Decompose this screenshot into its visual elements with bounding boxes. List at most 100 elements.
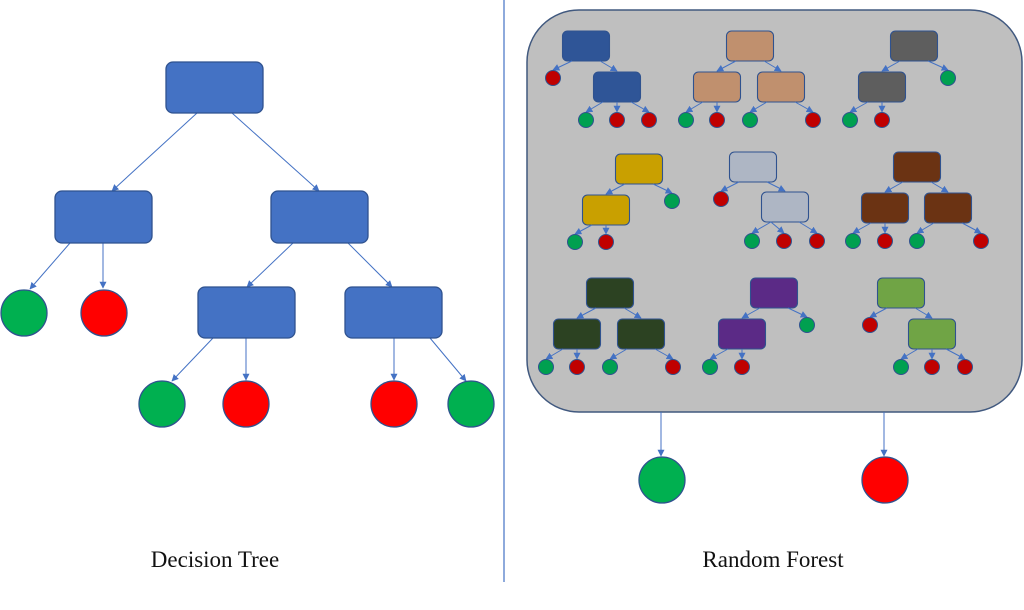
forest-output-red bbox=[861, 456, 909, 504]
forest-tree-node bbox=[892, 151, 942, 183]
dt-edge bbox=[231, 112, 320, 192]
forest-tree-edge bbox=[787, 307, 808, 318]
forest-tree-edge bbox=[869, 307, 888, 318]
forest-leaf-red bbox=[545, 70, 561, 86]
forest-leaf-green bbox=[578, 112, 594, 128]
forest-tree-edge bbox=[849, 101, 869, 113]
forest-leaf-green bbox=[742, 112, 758, 128]
forest-leaf-green bbox=[893, 359, 909, 375]
dt-root-node bbox=[165, 61, 264, 114]
forest-tree-edge bbox=[751, 221, 772, 234]
forest-tree-edge bbox=[766, 181, 786, 192]
forest-leaf-red bbox=[973, 233, 989, 249]
forest-leaf-red bbox=[809, 233, 825, 249]
forest-tree-edge bbox=[574, 224, 593, 235]
forest-tree-node bbox=[749, 277, 799, 309]
forest-leaf-green bbox=[567, 234, 583, 250]
forest-leaf-green bbox=[664, 193, 680, 209]
forest-leaf-green bbox=[678, 112, 694, 128]
forest-tree-node bbox=[876, 277, 926, 309]
dt-leaf-red bbox=[222, 380, 270, 428]
dt-decision-node bbox=[197, 286, 296, 339]
forest-tree-edge bbox=[770, 221, 785, 234]
forest-tree-edge bbox=[930, 181, 949, 193]
forest-tree-edge bbox=[576, 307, 597, 319]
forest-leaf-green bbox=[538, 359, 554, 375]
forest-tree-node bbox=[616, 318, 666, 350]
forest-tree-node bbox=[860, 192, 910, 224]
dt-leaf-green bbox=[447, 380, 495, 428]
forest-tree-edge bbox=[545, 348, 564, 360]
forest-tree-edge bbox=[609, 348, 628, 360]
forest-leaf-green bbox=[909, 233, 925, 249]
forest-tree-node bbox=[725, 30, 775, 62]
forest-tree-edge bbox=[916, 222, 935, 234]
forest-tree-edge bbox=[852, 222, 872, 234]
dt-edge bbox=[29, 242, 71, 290]
forest-output-green bbox=[638, 456, 686, 504]
decision-tree-caption: Decision Tree bbox=[150, 547, 280, 572]
dt-decision-node bbox=[344, 286, 443, 339]
forest-tree-edge bbox=[914, 307, 933, 319]
forest-leaf-green bbox=[799, 317, 815, 333]
dt-edge bbox=[111, 112, 198, 192]
forest-tree-edge bbox=[881, 60, 901, 72]
forest-tree-edge bbox=[652, 183, 673, 194]
forest-tree-edge bbox=[749, 101, 768, 113]
forest-tree-node bbox=[760, 191, 810, 223]
forest-tree-edge bbox=[945, 348, 966, 360]
forest-tree-edge bbox=[599, 60, 618, 72]
forest-tree-node bbox=[756, 71, 806, 103]
dt-edge bbox=[429, 337, 467, 382]
random-forest bbox=[526, 9, 1023, 504]
forest-tree-node bbox=[692, 71, 742, 103]
dt-leaves bbox=[0, 289, 495, 428]
forest-tree-edge bbox=[685, 101, 704, 113]
forest-tree-node bbox=[585, 277, 635, 309]
dt-edge bbox=[347, 242, 393, 288]
forest-tree-edge bbox=[798, 221, 818, 234]
forest-leaf-red bbox=[641, 112, 657, 128]
forest-tree-node bbox=[923, 192, 973, 224]
forest-tree-node bbox=[592, 71, 642, 103]
forest-tree-edge bbox=[884, 181, 904, 193]
decision-tree bbox=[0, 61, 495, 428]
dt-edge bbox=[171, 337, 214, 382]
forest-leaf-red bbox=[776, 233, 792, 249]
forest-leaf-green bbox=[702, 359, 718, 375]
forest-tree-edge bbox=[654, 348, 674, 360]
forest-tree-edge bbox=[605, 183, 626, 195]
forest-leaf-red bbox=[734, 359, 750, 375]
forest-leaf-green bbox=[842, 112, 858, 128]
forest-leaf-red bbox=[713, 191, 729, 207]
forest-tree-edge bbox=[630, 101, 650, 113]
dt-leaf-green bbox=[138, 380, 186, 428]
forest-tree-edge bbox=[763, 60, 782, 72]
forest-tree-edge bbox=[709, 348, 729, 360]
forest-tree-edge bbox=[716, 60, 737, 72]
forest-leaf-green bbox=[845, 233, 861, 249]
dt-decision-node bbox=[270, 190, 369, 244]
dt-edges bbox=[29, 112, 467, 382]
forest-tree-edge bbox=[585, 101, 604, 113]
forest-leaf-red bbox=[665, 359, 681, 375]
forest-tree-node bbox=[857, 71, 907, 103]
dt-leaf-green bbox=[0, 289, 48, 337]
forest-trees bbox=[538, 30, 989, 375]
forest-tree-node bbox=[552, 318, 602, 350]
forest-tree-edge bbox=[927, 60, 949, 71]
forest-tree-node bbox=[614, 153, 664, 185]
forest-leaf-red bbox=[598, 234, 614, 250]
forest-leaf-green bbox=[744, 233, 760, 249]
dt-leaf-red bbox=[370, 380, 418, 428]
forest-leaf-red bbox=[569, 359, 585, 375]
dt-edge bbox=[246, 242, 294, 288]
forest-tree-node bbox=[581, 194, 631, 226]
forest-leaf-red bbox=[862, 317, 878, 333]
forest-tree-node bbox=[561, 30, 611, 62]
forest-leaf-green bbox=[602, 359, 618, 375]
forest-leaf-red bbox=[877, 233, 893, 249]
forest-leaf-green bbox=[940, 70, 956, 86]
forest-leaf-red bbox=[874, 112, 890, 128]
